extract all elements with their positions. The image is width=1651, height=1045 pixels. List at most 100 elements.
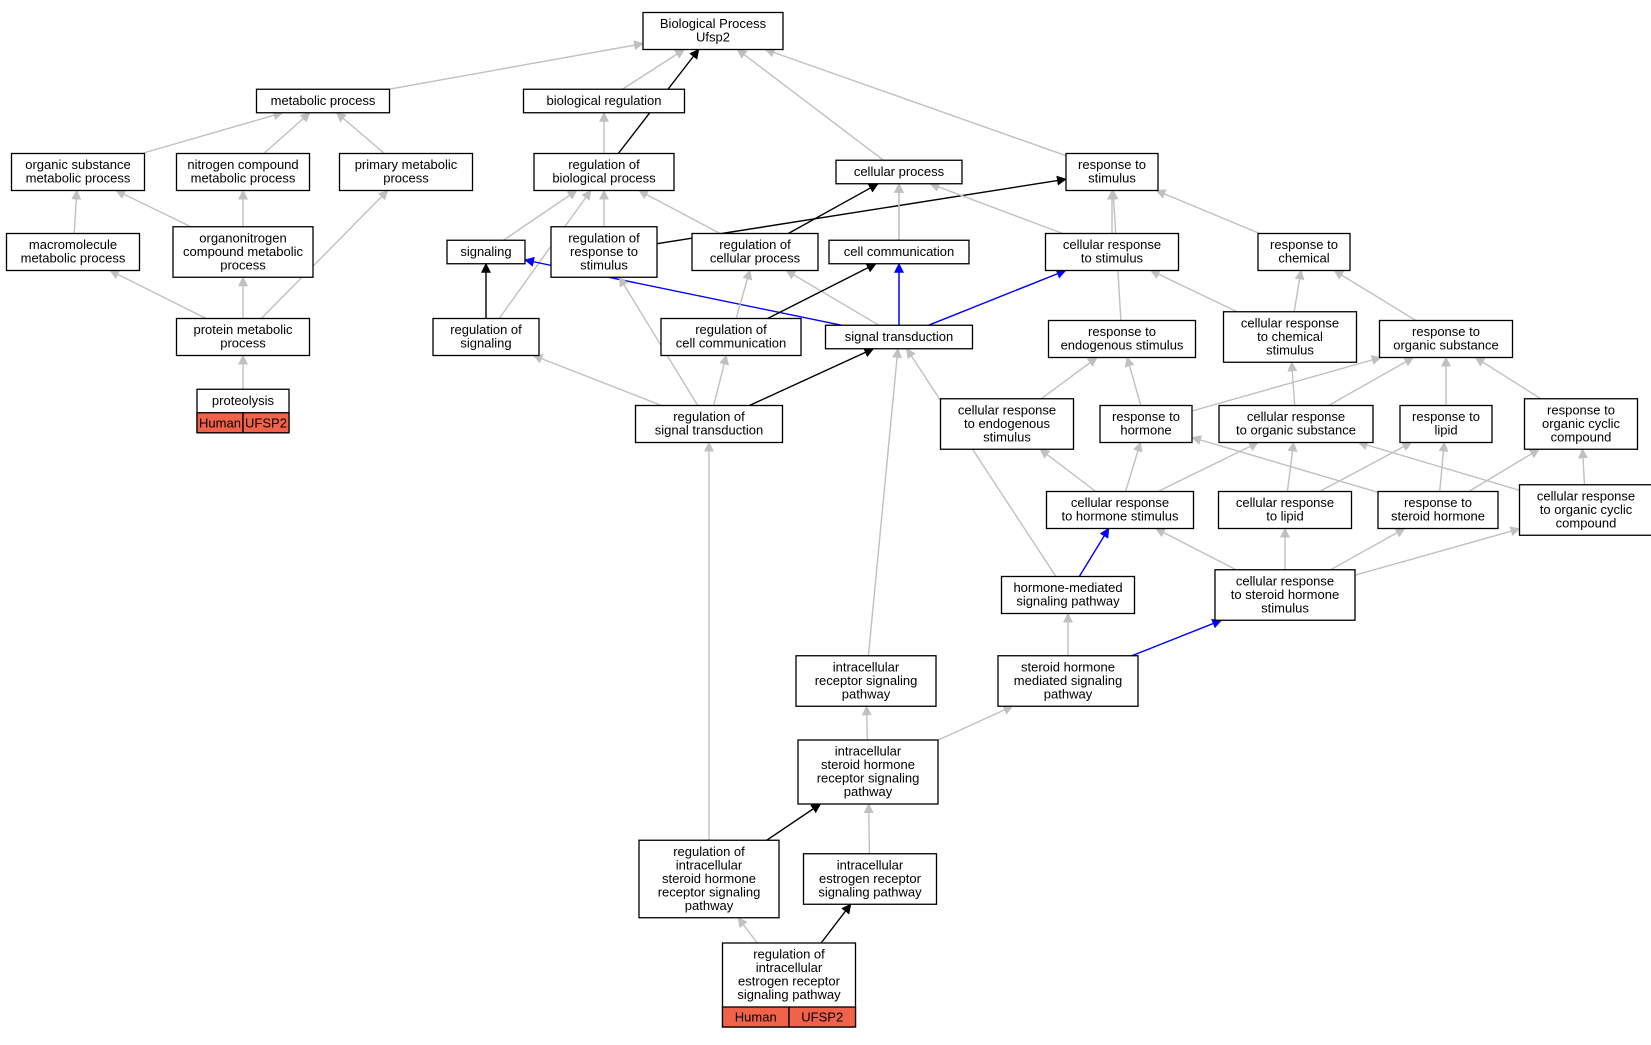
- edge-regcell-to-regbio: [638, 189, 721, 235]
- node-box: [5, 232, 141, 272]
- edge-line: [929, 182, 1063, 235]
- edge-line: [785, 269, 880, 326]
- edge-intrasteroid-to-intrarec: [861, 705, 872, 741]
- edge-regintraestro-to-intraestro: [820, 903, 852, 944]
- edge-line: [115, 189, 192, 228]
- go-term-bioreg[interactable]: biological regulation: [522, 88, 686, 114]
- edge-line: [1357, 440, 1520, 491]
- node-label: organonitrogen: [199, 230, 286, 245]
- node-label: steroid hormone: [1021, 659, 1115, 674]
- edge-line: [1354, 526, 1521, 576]
- edge-regsigtrans-to-regsig: [532, 354, 662, 407]
- node-box: [642, 11, 784, 51]
- edge-orgsub-to-metabolic: [141, 110, 284, 155]
- edge-cellresporgcyc-to-resporgcyc: [1578, 448, 1588, 485]
- node-label: signal transduction: [845, 329, 953, 344]
- edge-line: [618, 276, 699, 406]
- species-badge: Human: [196, 412, 244, 434]
- edge-line: [263, 112, 311, 155]
- edge-intrarec-to-sigtrans: [867, 347, 903, 656]
- edge-line: [141, 110, 284, 155]
- node-box: [1518, 484, 1651, 536]
- edge-signaling-to-regbio: [502, 189, 578, 241]
- go-term-cellcomm[interactable]: cell communication: [828, 239, 970, 265]
- edge-line: [109, 269, 207, 320]
- node-label: organic substance: [25, 157, 131, 172]
- gene-badge: UFSP2: [242, 412, 290, 434]
- node-label: response to: [1547, 402, 1615, 417]
- edge-sigtrans-to-regcell: [785, 269, 880, 326]
- node-box: [691, 232, 819, 272]
- go-term-cellproc[interactable]: cellular process: [835, 159, 963, 185]
- edge-cellrespchem-to-respchem: [1293, 269, 1305, 312]
- node-box: [638, 839, 780, 919]
- node-label: cellular response: [1241, 315, 1339, 330]
- edge-hormsig-to-sigtrans: [906, 347, 1057, 577]
- node-box: [1218, 404, 1374, 444]
- edge-line: [388, 40, 644, 90]
- edge-regintraestro-to-regintrasteroid: [737, 917, 758, 944]
- node-label: cellular response: [1063, 237, 1161, 252]
- node-label: receptor signaling: [815, 673, 918, 688]
- node-label: cellular response: [1247, 409, 1345, 424]
- node-label: receptor signaling: [817, 771, 920, 786]
- node-label: cell communication: [676, 336, 787, 351]
- edge-line: [1468, 448, 1540, 493]
- node-label: metabolic process: [271, 93, 376, 108]
- go-term-metabolic[interactable]: metabolic process: [255, 88, 391, 114]
- node-label: response to: [1088, 324, 1156, 339]
- edge-cellrespendo-to-respendo: [1040, 356, 1098, 400]
- node-label: protein metabolic: [194, 322, 293, 337]
- edge-hormsig-to-cellresphorm: [1078, 527, 1110, 577]
- edge-line: [1293, 269, 1305, 312]
- node-label: cellular process: [854, 164, 945, 179]
- go-term-sigtrans[interactable]: signal transduction: [824, 324, 974, 350]
- edge-line: [1287, 361, 1298, 406]
- edge-regintrasteroid-to-intrasteroid: [766, 803, 822, 841]
- go-term-signaling[interactable]: signaling: [446, 239, 526, 265]
- edge-cellrespchem-to-cellrespstim: [1149, 269, 1238, 313]
- node-box: [634, 404, 784, 444]
- node-box: [828, 239, 970, 265]
- node-box: [1044, 232, 1180, 272]
- edge-respsteroid-to-resporgcyc: [1468, 448, 1540, 493]
- node-box: [1217, 490, 1353, 530]
